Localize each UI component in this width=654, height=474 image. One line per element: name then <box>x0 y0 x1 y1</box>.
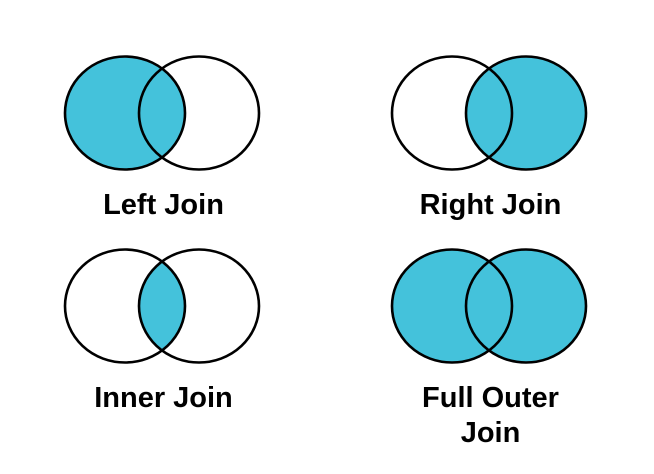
join-label: Left Join <box>103 189 224 221</box>
join-label: Right Join <box>419 189 562 221</box>
venn-diagram <box>390 248 587 364</box>
venn-panel-full-outer-join: Full Outer Join <box>327 237 654 474</box>
left-circle-outline <box>63 55 186 171</box>
right-circle-outline <box>137 248 260 364</box>
venn-diagram <box>63 55 260 171</box>
join-label: Inner Join <box>94 382 233 414</box>
intersection-fill <box>138 56 185 170</box>
right-circle-outline <box>464 248 587 364</box>
venn-panel-right-join: Right Join <box>327 0 654 237</box>
intersection-fill <box>138 249 185 363</box>
intersection-fill <box>465 249 512 363</box>
left-circle-outline <box>390 55 513 171</box>
intersection-fill <box>465 56 512 170</box>
left-circle-outline <box>63 248 186 364</box>
right-circle-outline <box>137 55 260 171</box>
join-label: Full Outer Join <box>422 382 559 449</box>
venn-panel-inner-join: Inner Join <box>0 237 327 474</box>
right-circle-outline <box>464 55 587 171</box>
venn-diagram <box>63 248 260 364</box>
venn-panel-left-join: Left Join <box>0 0 327 237</box>
venn-diagram <box>390 55 587 171</box>
left-circle-outline <box>390 248 513 364</box>
